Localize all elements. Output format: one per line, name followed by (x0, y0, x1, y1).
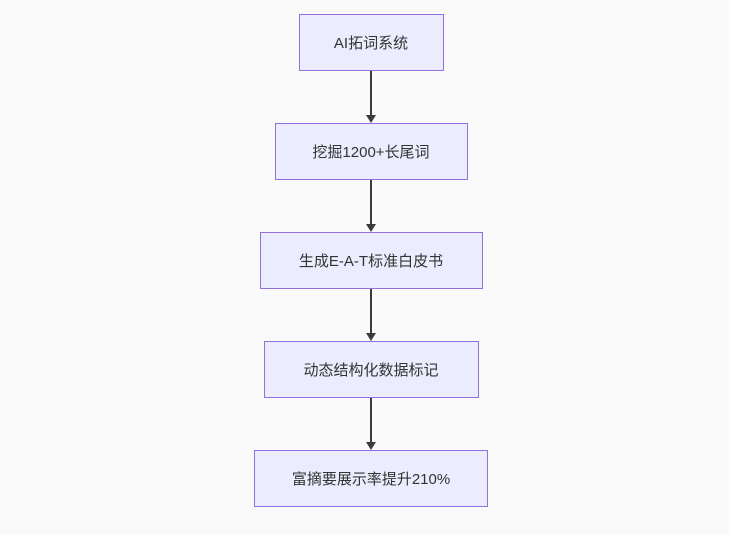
flow-node-longtail-mining: 挖掘1200+长尾词 (274, 123, 468, 180)
flow-arrow (366, 398, 376, 450)
flow-node-structured-data-markup: 动态结构化数据标记 (263, 341, 479, 398)
arrow-line (370, 180, 372, 224)
arrow-head-icon (366, 224, 376, 232)
flow-arrow (366, 71, 376, 123)
flow-node-ai-expansion-system: AI拓词系统 (298, 14, 444, 71)
arrow-line (370, 71, 372, 115)
flow-node-label: 生成E-A-T标准白皮书 (298, 253, 444, 270)
flow-node-rich-snippet-uplift: 富摘要展示率提升210% (254, 450, 488, 507)
flow-node-label: 挖掘1200+长尾词 (312, 144, 430, 161)
arrow-head-icon (366, 115, 376, 123)
flowchart: AI拓词系统 挖掘1200+长尾词 生成E-A-T标准白皮书 动态结构化数据标记 (254, 14, 488, 507)
flow-node-eat-whitepaper: 生成E-A-T标准白皮书 (259, 232, 483, 289)
flow-node-label: AI拓词系统 (333, 35, 409, 52)
flow-node-label: 富摘要展示率提升210% (291, 471, 451, 488)
arrow-head-icon (366, 442, 376, 450)
arrow-line (370, 398, 372, 442)
flow-node-label: 动态结构化数据标记 (303, 362, 439, 379)
arrow-line (370, 289, 372, 333)
flow-arrow (366, 180, 376, 232)
flow-arrow (366, 289, 376, 341)
arrow-head-icon (366, 333, 376, 341)
